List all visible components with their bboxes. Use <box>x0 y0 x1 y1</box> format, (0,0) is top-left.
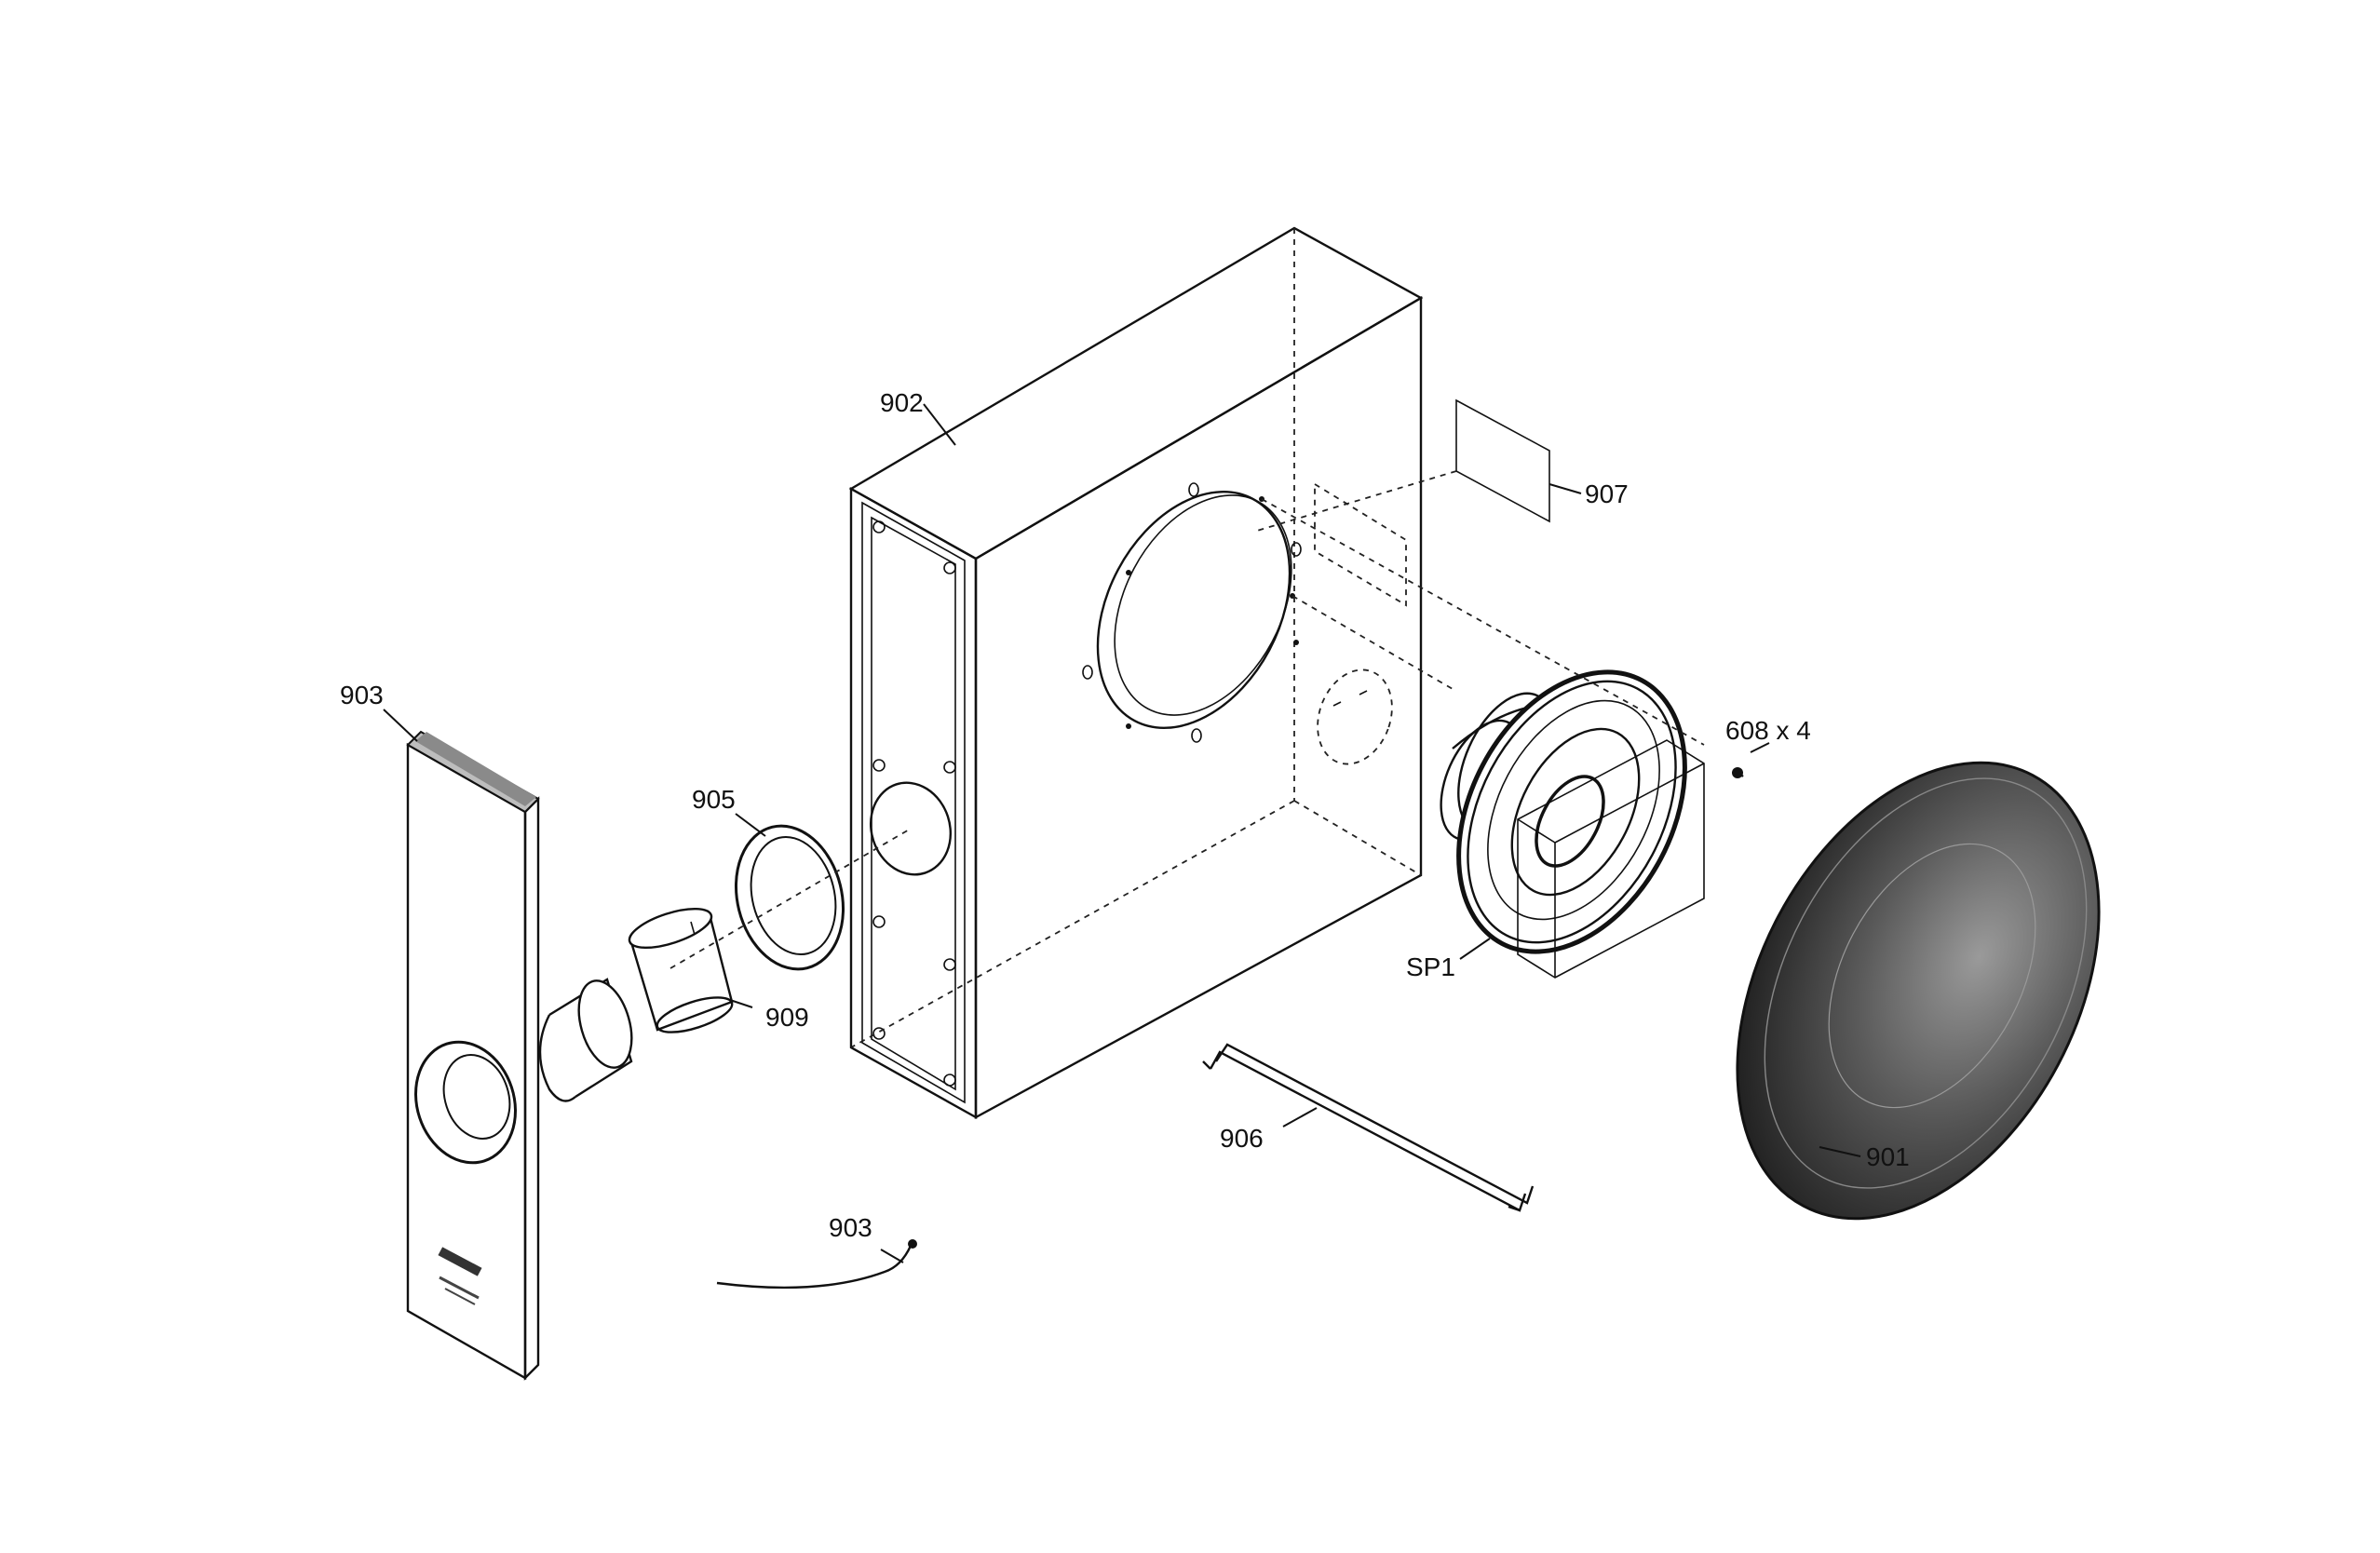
callout-cabinet: 902 <box>880 388 924 417</box>
callout-bracket: 906 <box>1220 1124 1264 1153</box>
callout-front-panel: 903 <box>340 681 384 709</box>
callout-speaker: SP1 <box>1406 952 1455 981</box>
cabinet-woofer-opening <box>1096 491 1291 729</box>
speaker-projection-lines <box>1261 498 1705 746</box>
callout-grille: 901 <box>1866 1142 1910 1171</box>
cabinet-front-rim <box>861 501 966 1104</box>
cabinet-front-inner-rim <box>871 516 956 1091</box>
port-tube <box>538 978 633 1102</box>
cabinet-top-face <box>848 226 1424 560</box>
cabinet-hidden-edges <box>850 228 1422 1048</box>
terminal-contacts <box>1332 690 1368 707</box>
callout-port-tube: 909 <box>765 1003 809 1032</box>
screw <box>1732 767 1744 778</box>
callout-ring: 905 <box>692 785 736 814</box>
speaker-bounding-box <box>1517 739 1705 979</box>
port-sleeve <box>628 907 734 1033</box>
label-plate <box>1455 398 1550 523</box>
wire-lead <box>716 1239 917 1290</box>
brand-logo-mark <box>438 1247 482 1305</box>
label-projection-line <box>1256 470 1457 532</box>
callout-label-plate: 907 <box>1585 479 1629 508</box>
callout-wire: 903 <box>829 1213 872 1242</box>
cabinet-port-hole <box>869 781 953 876</box>
label-area-outline <box>1314 482 1407 607</box>
grille-cover <box>1736 761 2101 1221</box>
leader-lines <box>383 403 1861 1263</box>
callout-labels: 902 907 903 903 905 909 608 x 4 SP1 906 … <box>340 388 1910 1242</box>
speaker-driver <box>1440 669 1687 954</box>
wire-bracket <box>1202 1043 1535 1212</box>
cabinet-front-face <box>849 486 978 1120</box>
cabinet <box>848 226 1424 1120</box>
woofer-mounting-holes <box>1082 482 1302 743</box>
front-screw-holes <box>872 520 956 1087</box>
callout-screws: 608 x 4 <box>1725 716 1811 745</box>
terminal-recess <box>1317 668 1393 765</box>
port-axis-line <box>669 828 912 969</box>
gasket-ring <box>734 824 845 971</box>
cabinet-woofer-opening-inner <box>1114 494 1292 716</box>
front-panel <box>406 730 540 1381</box>
cabinet-side-face <box>974 295 1423 1120</box>
